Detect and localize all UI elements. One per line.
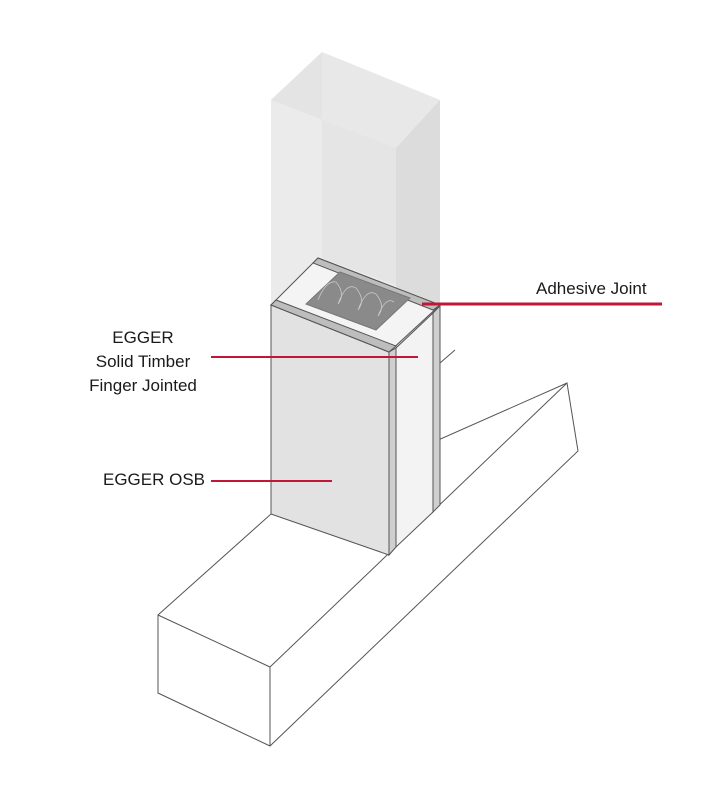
solid-timber-label-line1: EGGER <box>112 328 174 347</box>
column-lower <box>270 257 442 557</box>
solid-timber-label: EGGER Solid Timber Finger Jointed <box>60 326 226 398</box>
insulation-squiggle <box>317 281 395 317</box>
front-osb-top <box>270 299 397 353</box>
back-osb-strip <box>432 304 441 514</box>
solid-timber-label-line2: Solid Timber <box>95 352 191 371</box>
osb-label: EGGER OSB <box>103 470 206 489</box>
base-beam <box>157 349 579 747</box>
solid-timber-label-line3: Finger Jointed <box>89 376 197 395</box>
osb-edge-strip <box>388 347 397 557</box>
adhesive-joint-label: Adhesive Joint <box>536 279 647 298</box>
insulation <box>305 271 411 331</box>
solid-timber-side <box>395 311 434 549</box>
